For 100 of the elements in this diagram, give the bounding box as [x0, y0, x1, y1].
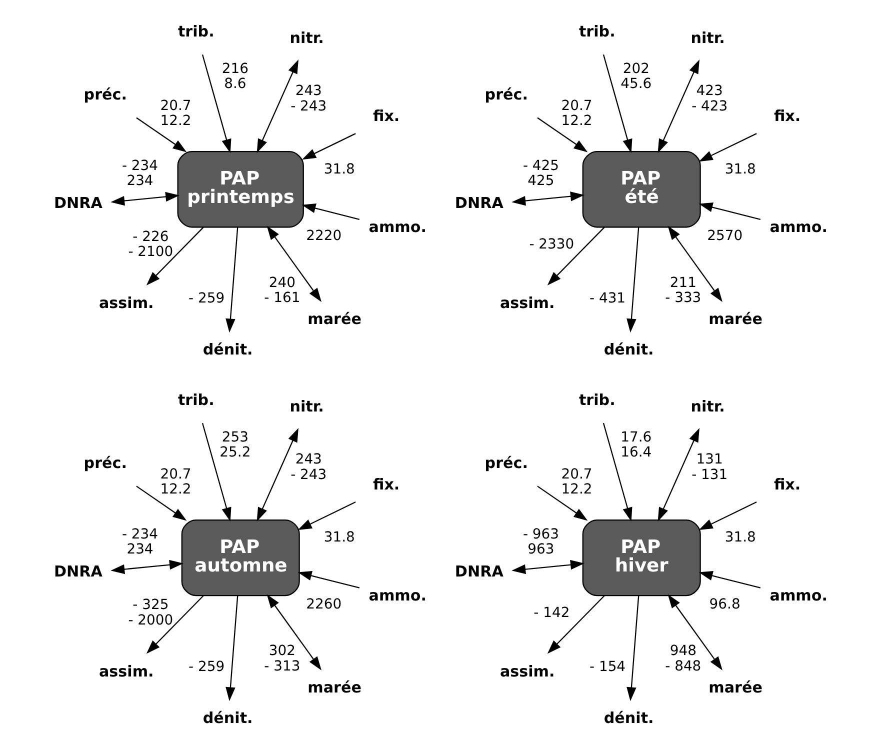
node-text: marée — [307, 310, 361, 328]
arrow — [536, 486, 588, 521]
arrow — [698, 133, 756, 162]
arrow — [110, 560, 183, 574]
edge-label: 948 - 848 — [664, 643, 701, 674]
edge-label: - 425 425 — [522, 158, 559, 189]
arrow — [201, 54, 231, 154]
node-text: DNRA — [454, 562, 503, 581]
edge-label: 243 - 243 — [290, 452, 326, 483]
arrow — [256, 60, 298, 153]
arrow — [698, 570, 760, 588]
node-text: préc. — [83, 86, 126, 104]
arrow — [657, 60, 699, 153]
node-text: nitr. — [690, 397, 724, 416]
arrow — [297, 570, 360, 588]
node-text: marée — [708, 310, 762, 328]
node-text: préc. — [484, 86, 528, 104]
node-text: dénit. — [202, 340, 252, 359]
node-text: fix. — [372, 476, 400, 494]
node-text: fix. — [372, 107, 400, 126]
edge-label: 31.8 — [323, 161, 354, 178]
node-text: préc. — [83, 454, 126, 472]
node-text: dénit. — [603, 340, 654, 359]
edge-label: 20.7 12.2 — [560, 466, 592, 498]
edge-label: 253 25.2 — [219, 429, 250, 460]
edge-label: - 963 963 — [522, 526, 559, 558]
node-text: assim. — [98, 662, 154, 680]
node-text: assim. — [499, 662, 554, 680]
edge-label: 17.6 16.4 — [620, 429, 652, 460]
edge-label: 20.7 12.2 — [160, 466, 191, 498]
node-text: ammo. — [769, 218, 828, 236]
arrow — [667, 594, 722, 670]
edge-label: - 431 — [589, 290, 626, 306]
edge-label: 31.8 — [724, 530, 756, 546]
arrow — [301, 204, 360, 220]
node-box: PAP automne — [180, 519, 300, 596]
arrow — [146, 226, 204, 286]
edge-label: 2260 — [306, 596, 342, 613]
node-text: DNRA — [454, 194, 503, 212]
edge-label: - 2330 — [528, 236, 574, 252]
node-box: PAP hiver — [582, 519, 700, 596]
arrow — [602, 54, 632, 154]
node-text: ammo. — [368, 586, 426, 604]
arrow — [146, 595, 204, 654]
edge-label: 2570 — [706, 228, 742, 244]
arrow — [698, 202, 760, 220]
edge-label: - 142 — [533, 604, 570, 621]
edge-label: 20.7 12.2 — [560, 98, 592, 130]
node-text: trib. — [578, 22, 615, 40]
node-text: assim. — [499, 294, 554, 312]
arrow — [511, 192, 584, 206]
node-box: PAP été — [582, 151, 700, 228]
arrow — [256, 428, 298, 522]
node-text: nitr. — [289, 28, 324, 47]
node-box: PAP printemps — [176, 151, 304, 228]
node-text: trib. — [177, 22, 214, 40]
node-text: trib. — [177, 390, 214, 409]
edge-label: 240 - 161 — [264, 274, 300, 306]
node-text: fix. — [774, 476, 800, 494]
edge-label: 31.8 — [724, 161, 756, 178]
arrow — [657, 428, 699, 522]
edge-label: - 325 - 2000 — [128, 597, 173, 628]
arrow — [511, 560, 584, 574]
edge-label: 20.7 12.2 — [160, 98, 191, 130]
edge-label: 2220 — [306, 228, 342, 244]
edge-label: 31.8 — [323, 530, 354, 546]
edge-label: 243 - 243 — [290, 83, 326, 114]
edge-label: 96.8 — [708, 596, 740, 613]
arrow — [297, 502, 356, 530]
node-text: ammo. — [368, 218, 426, 236]
arrow — [201, 422, 231, 522]
node-text: marée — [708, 678, 762, 697]
edge-label: 202 45.6 — [620, 60, 652, 92]
arrow — [301, 133, 356, 160]
node-text: trib. — [578, 390, 615, 409]
edge-label: - 234 234 — [121, 526, 158, 558]
arrow — [667, 226, 722, 302]
edge-label: - 259 — [188, 658, 224, 675]
arrow — [136, 486, 186, 521]
arrow — [546, 595, 604, 654]
edge-label: 216 8.6 — [221, 60, 248, 92]
node-text: assim. — [98, 294, 154, 312]
node-text: nitr. — [289, 397, 324, 416]
arrow — [626, 227, 639, 333]
edge-label: 211 - 333 — [664, 274, 701, 306]
edge-label: 423 - 423 — [691, 83, 728, 114]
node-text: dénit. — [603, 709, 654, 728]
arrow — [225, 596, 238, 702]
edge-label: - 154 — [589, 658, 626, 675]
edge-label: - 234 234 — [121, 158, 158, 189]
node-text: fix. — [774, 107, 800, 126]
arrow — [225, 227, 238, 333]
arrow — [626, 596, 639, 702]
node-text: DNRA — [53, 562, 102, 581]
node-text: nitr. — [690, 28, 724, 47]
arrow — [266, 594, 321, 670]
node-text: marée — [307, 678, 361, 697]
arrow — [698, 502, 756, 530]
arrow — [136, 117, 186, 152]
arrow — [546, 226, 604, 286]
